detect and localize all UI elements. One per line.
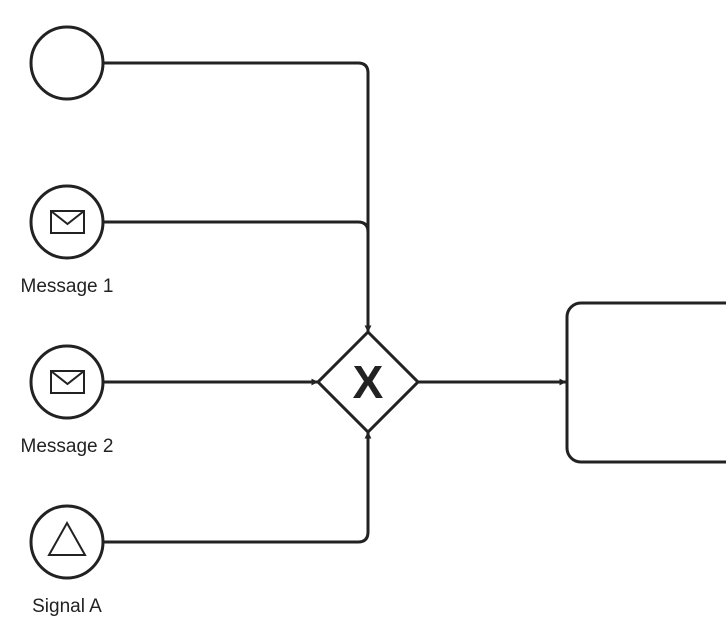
start-event-signal[interactable] bbox=[29, 504, 105, 580]
envelope-icon bbox=[50, 370, 85, 394]
sequence-flow-start-to-gateway[interactable] bbox=[104, 61, 372, 333]
start-event-message-1[interactable] bbox=[29, 184, 105, 260]
sequence-flow-message1-to-gateway[interactable] bbox=[104, 220, 370, 246]
triangle-signal-icon bbox=[47, 520, 87, 556]
start-event-label-message-2: Message 2 bbox=[21, 436, 114, 457]
exclusive-gateway[interactable]: X bbox=[315, 329, 421, 435]
envelope-icon bbox=[50, 210, 85, 234]
gateway-x-symbol: X bbox=[353, 356, 384, 408]
task[interactable] bbox=[565, 301, 726, 464]
sequence-flow-signal-to-gateway[interactable] bbox=[104, 431, 372, 544]
start-event-label-signal: Signal A bbox=[32, 596, 102, 617]
start-event-label-message-1: Message 1 bbox=[21, 276, 114, 297]
start-event-message-2[interactable] bbox=[29, 344, 105, 420]
start-event-none[interactable] bbox=[29, 25, 105, 101]
